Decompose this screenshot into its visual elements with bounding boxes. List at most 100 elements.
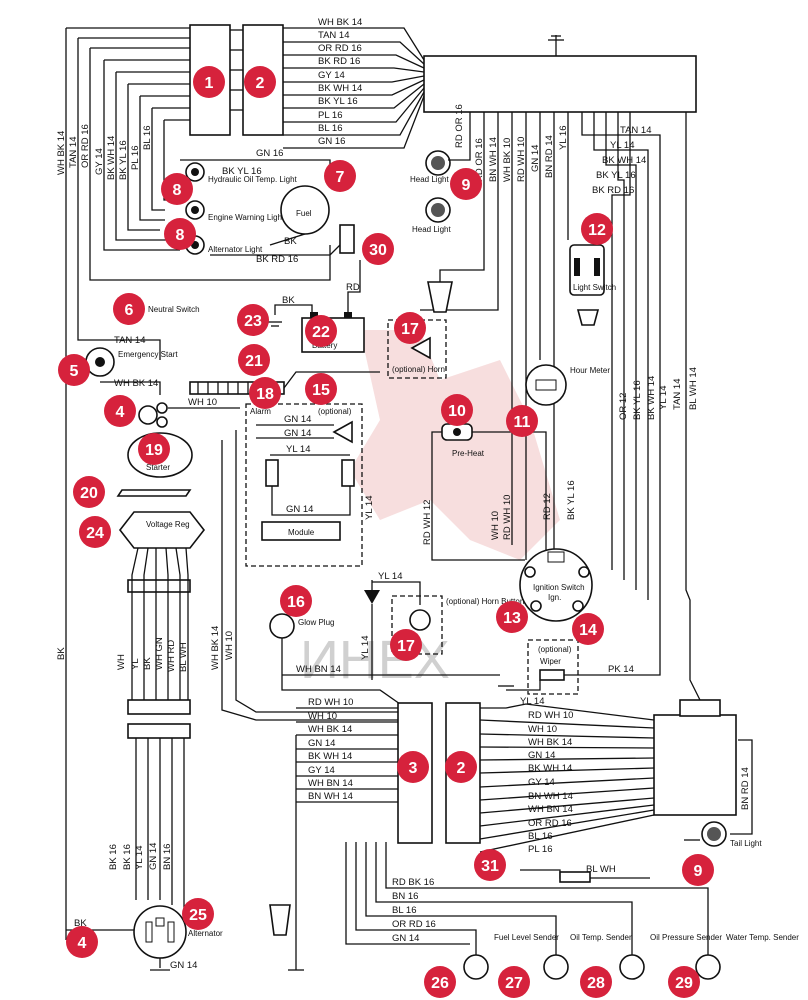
wiper-box xyxy=(527,639,579,695)
fuel-wire xyxy=(269,233,306,246)
wire-label: BK xyxy=(142,657,153,670)
glow-plug-label: Glow Plug xyxy=(298,618,334,627)
tail-light-label: Tail Light xyxy=(730,839,762,848)
head-light-1 xyxy=(425,150,451,176)
badge-7: 7 xyxy=(324,160,356,192)
light-switch xyxy=(569,244,605,326)
rear-connector xyxy=(653,714,737,816)
svg-text:4: 4 xyxy=(78,935,87,952)
badge-20: 20 xyxy=(73,476,105,508)
wire-label: BL WH xyxy=(586,864,616,875)
badge-25: 25 xyxy=(182,898,214,930)
svg-text:30: 30 xyxy=(369,242,387,259)
wire-label: BK 16 xyxy=(122,844,133,870)
emergency-start-label: Emergency Start xyxy=(118,350,178,359)
wire-label: BK xyxy=(74,918,87,929)
badge-10: 10 xyxy=(441,394,473,426)
wire-label: GY 14 xyxy=(94,148,105,175)
voltage-reg-label: Voltage Reg xyxy=(146,520,190,529)
bk-battery-wire xyxy=(274,304,313,315)
hour-meter xyxy=(525,364,567,406)
light-switch-label: Light Switch xyxy=(573,283,616,292)
svg-text:21: 21 xyxy=(245,353,263,370)
wire-label: WH BK 10 xyxy=(502,138,513,182)
wire-label: GN 14 xyxy=(530,145,541,172)
svg-text:3: 3 xyxy=(409,760,418,777)
wire-label: YL 14 xyxy=(610,140,634,151)
wire-label: BK YL 16 xyxy=(596,170,636,181)
wire-label: GN 14 xyxy=(284,428,311,439)
glow-plug xyxy=(269,613,295,639)
badge-4-bottom: 4 xyxy=(66,926,98,958)
wire-label: BN RD 14 xyxy=(544,135,555,178)
rd12-wire xyxy=(472,431,547,555)
bottom-left-wires xyxy=(296,707,398,803)
wire-label: BK WH 14 xyxy=(106,136,117,180)
wh10-vertical xyxy=(235,430,400,713)
badge-31: 31 xyxy=(474,849,506,881)
wiper-ground xyxy=(506,680,541,691)
horn-icon xyxy=(410,336,431,360)
horn-button xyxy=(409,609,431,631)
badge-29: 29 xyxy=(668,966,700,998)
svg-text:13: 13 xyxy=(503,610,521,627)
badge-17-top: 17 xyxy=(394,312,426,344)
wire-label: BL 16 xyxy=(528,831,552,842)
rd-battery-wire xyxy=(347,260,361,312)
badge-28: 28 xyxy=(580,966,612,998)
badge-18: 18 xyxy=(249,377,281,409)
wire-label: WH RD xyxy=(166,640,177,672)
svg-text:10: 10 xyxy=(448,403,466,420)
svg-text:9: 9 xyxy=(694,863,703,880)
wire-label: BK xyxy=(282,295,295,306)
wire-label: OR RD 16 xyxy=(392,919,436,930)
wire-label: BK YL 16 xyxy=(222,166,262,177)
wire-label: OR RD 16 xyxy=(528,818,572,829)
top-connector xyxy=(423,35,697,113)
wire-label: WH BK 14 xyxy=(528,737,572,748)
wire-label: BK 16 xyxy=(108,844,119,870)
wire-label: BL WH 14 xyxy=(688,367,699,410)
wire-label: PL 16 xyxy=(130,146,141,170)
alternator xyxy=(133,905,187,959)
svg-text:4: 4 xyxy=(116,404,125,421)
wire-label: BL 16 xyxy=(318,123,342,134)
wire-label: RD 12 xyxy=(542,493,553,520)
ign-label: Ign. xyxy=(548,593,561,602)
wire-label: RD WH 10 xyxy=(528,710,573,721)
rear-connector-top xyxy=(679,699,721,717)
badge-9-top: 9 xyxy=(450,168,482,200)
head-light-1-label: Head Light xyxy=(410,175,449,184)
wire-label: GY 14 xyxy=(308,765,335,776)
wire-label: YL 14 xyxy=(658,386,669,410)
svg-text:6: 6 xyxy=(125,302,134,319)
wire-label: RD OR 16 xyxy=(454,104,465,148)
glow-plug-wire xyxy=(281,638,401,705)
badge-30: 30 xyxy=(362,233,394,265)
alarm-label: Alarm xyxy=(250,407,271,416)
lamp-shade-bottom xyxy=(269,904,291,936)
wire-label: YL 14 xyxy=(286,444,310,455)
tan-wire xyxy=(100,339,161,360)
svg-text:2: 2 xyxy=(256,75,265,92)
wire-label: WH GN xyxy=(154,637,165,670)
wire-label: BN WH 14 xyxy=(308,791,353,802)
svg-text:27: 27 xyxy=(505,975,523,992)
module xyxy=(261,521,341,541)
alarm-buzzer-icon xyxy=(332,420,353,444)
wire-label: BK WH 14 xyxy=(318,83,362,94)
wire-label: BK YL 16 xyxy=(632,380,643,420)
svg-text:1: 1 xyxy=(205,75,214,92)
main-harness xyxy=(127,547,191,910)
svg-text:18: 18 xyxy=(256,386,274,403)
hydraulic-oil-light xyxy=(185,162,205,182)
oil-pressure-sender-label: Oil Pressure Sender xyxy=(650,933,722,942)
badge-26: 26 xyxy=(424,966,456,998)
sender-wires xyxy=(345,842,709,955)
module-label: Module xyxy=(288,528,315,537)
svg-text:24: 24 xyxy=(86,525,104,542)
left-vertical-wires xyxy=(65,28,331,940)
wire-label: BK WH 14 xyxy=(308,751,352,762)
wire-label: OR RD 16 xyxy=(318,43,362,54)
